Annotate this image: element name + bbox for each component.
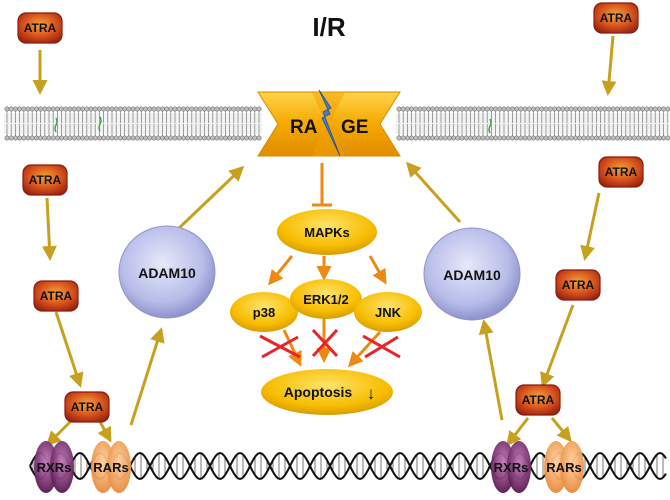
adam10-right: ADAM10 <box>423 227 521 321</box>
atra-box: ATRA <box>555 269 601 301</box>
rar-receptor: RARs <box>544 441 584 493</box>
rxr-receptor: RXRs <box>34 441 74 493</box>
adam10-left: ADAM10 <box>118 225 216 319</box>
apoptosis-node: Apoptosis ↓ <box>261 369 393 415</box>
apoptosis-label: Apoptosis <box>284 384 353 400</box>
atra-label: ATRA <box>29 173 62 187</box>
inhibit-crosses <box>259 328 401 359</box>
mapks-node: MAPKs <box>277 209 377 255</box>
rar-label: RARs <box>546 460 581 475</box>
connector-arrows <box>32 35 617 447</box>
jnk-node: JNK <box>354 292 422 332</box>
atra-boxes: ATRA ATRA ATRA ATRA ATRA ATRA ATRA ATRA <box>17 2 644 423</box>
mapk-arrows <box>268 255 387 368</box>
adam10-right-label: ADAM10 <box>443 267 501 283</box>
lightning-icon <box>318 89 341 157</box>
p38-label: p38 <box>253 305 275 320</box>
atra-label: ATRA <box>40 289 73 303</box>
atra-box: ATRA <box>64 391 110 423</box>
atra-box: ATRA <box>17 12 63 44</box>
jnk-label: JNK <box>375 305 402 320</box>
p38-node: p38 <box>230 292 298 332</box>
rxr-label: RXRs <box>494 460 529 475</box>
erk-label: ERK1/2 <box>303 292 349 307</box>
atra-label: ATRA <box>605 165 638 179</box>
adam10-left-label: ADAM10 <box>138 265 196 281</box>
down-arrow-icon: ↓ <box>367 384 376 403</box>
atra-label: ATRA <box>24 21 57 35</box>
atra-label: ATRA <box>562 278 595 292</box>
nuclear-receptors: RXRs RARs RXRs RARs <box>34 441 584 493</box>
cell-membrane <box>4 106 670 141</box>
rxr-receptor: RXRs <box>491 441 531 493</box>
rage-receptor: RA GE <box>257 89 401 157</box>
title: I/R <box>312 12 345 42</box>
atra-label: ATRA <box>522 393 555 407</box>
atra-box: ATRA <box>515 384 561 416</box>
atra-box: ATRA <box>593 2 639 34</box>
rage-right-label: GE <box>341 117 368 138</box>
rage-left-label: RA <box>290 117 318 138</box>
atra-box: ATRA <box>22 164 68 196</box>
rar-receptor: RARs <box>91 441 131 493</box>
rar-label: RARs <box>93 460 128 475</box>
atra-label: ATRA <box>600 11 633 25</box>
atra-label: ATRA <box>71 400 104 414</box>
mapks-label: MAPKs <box>304 225 350 240</box>
atra-box: ATRA <box>598 156 644 188</box>
atra-box: ATRA <box>33 280 79 312</box>
rxr-label: RXRs <box>37 460 72 475</box>
rage-inhibit-bar <box>312 163 332 207</box>
erk-node: ERK1/2 <box>290 279 362 319</box>
